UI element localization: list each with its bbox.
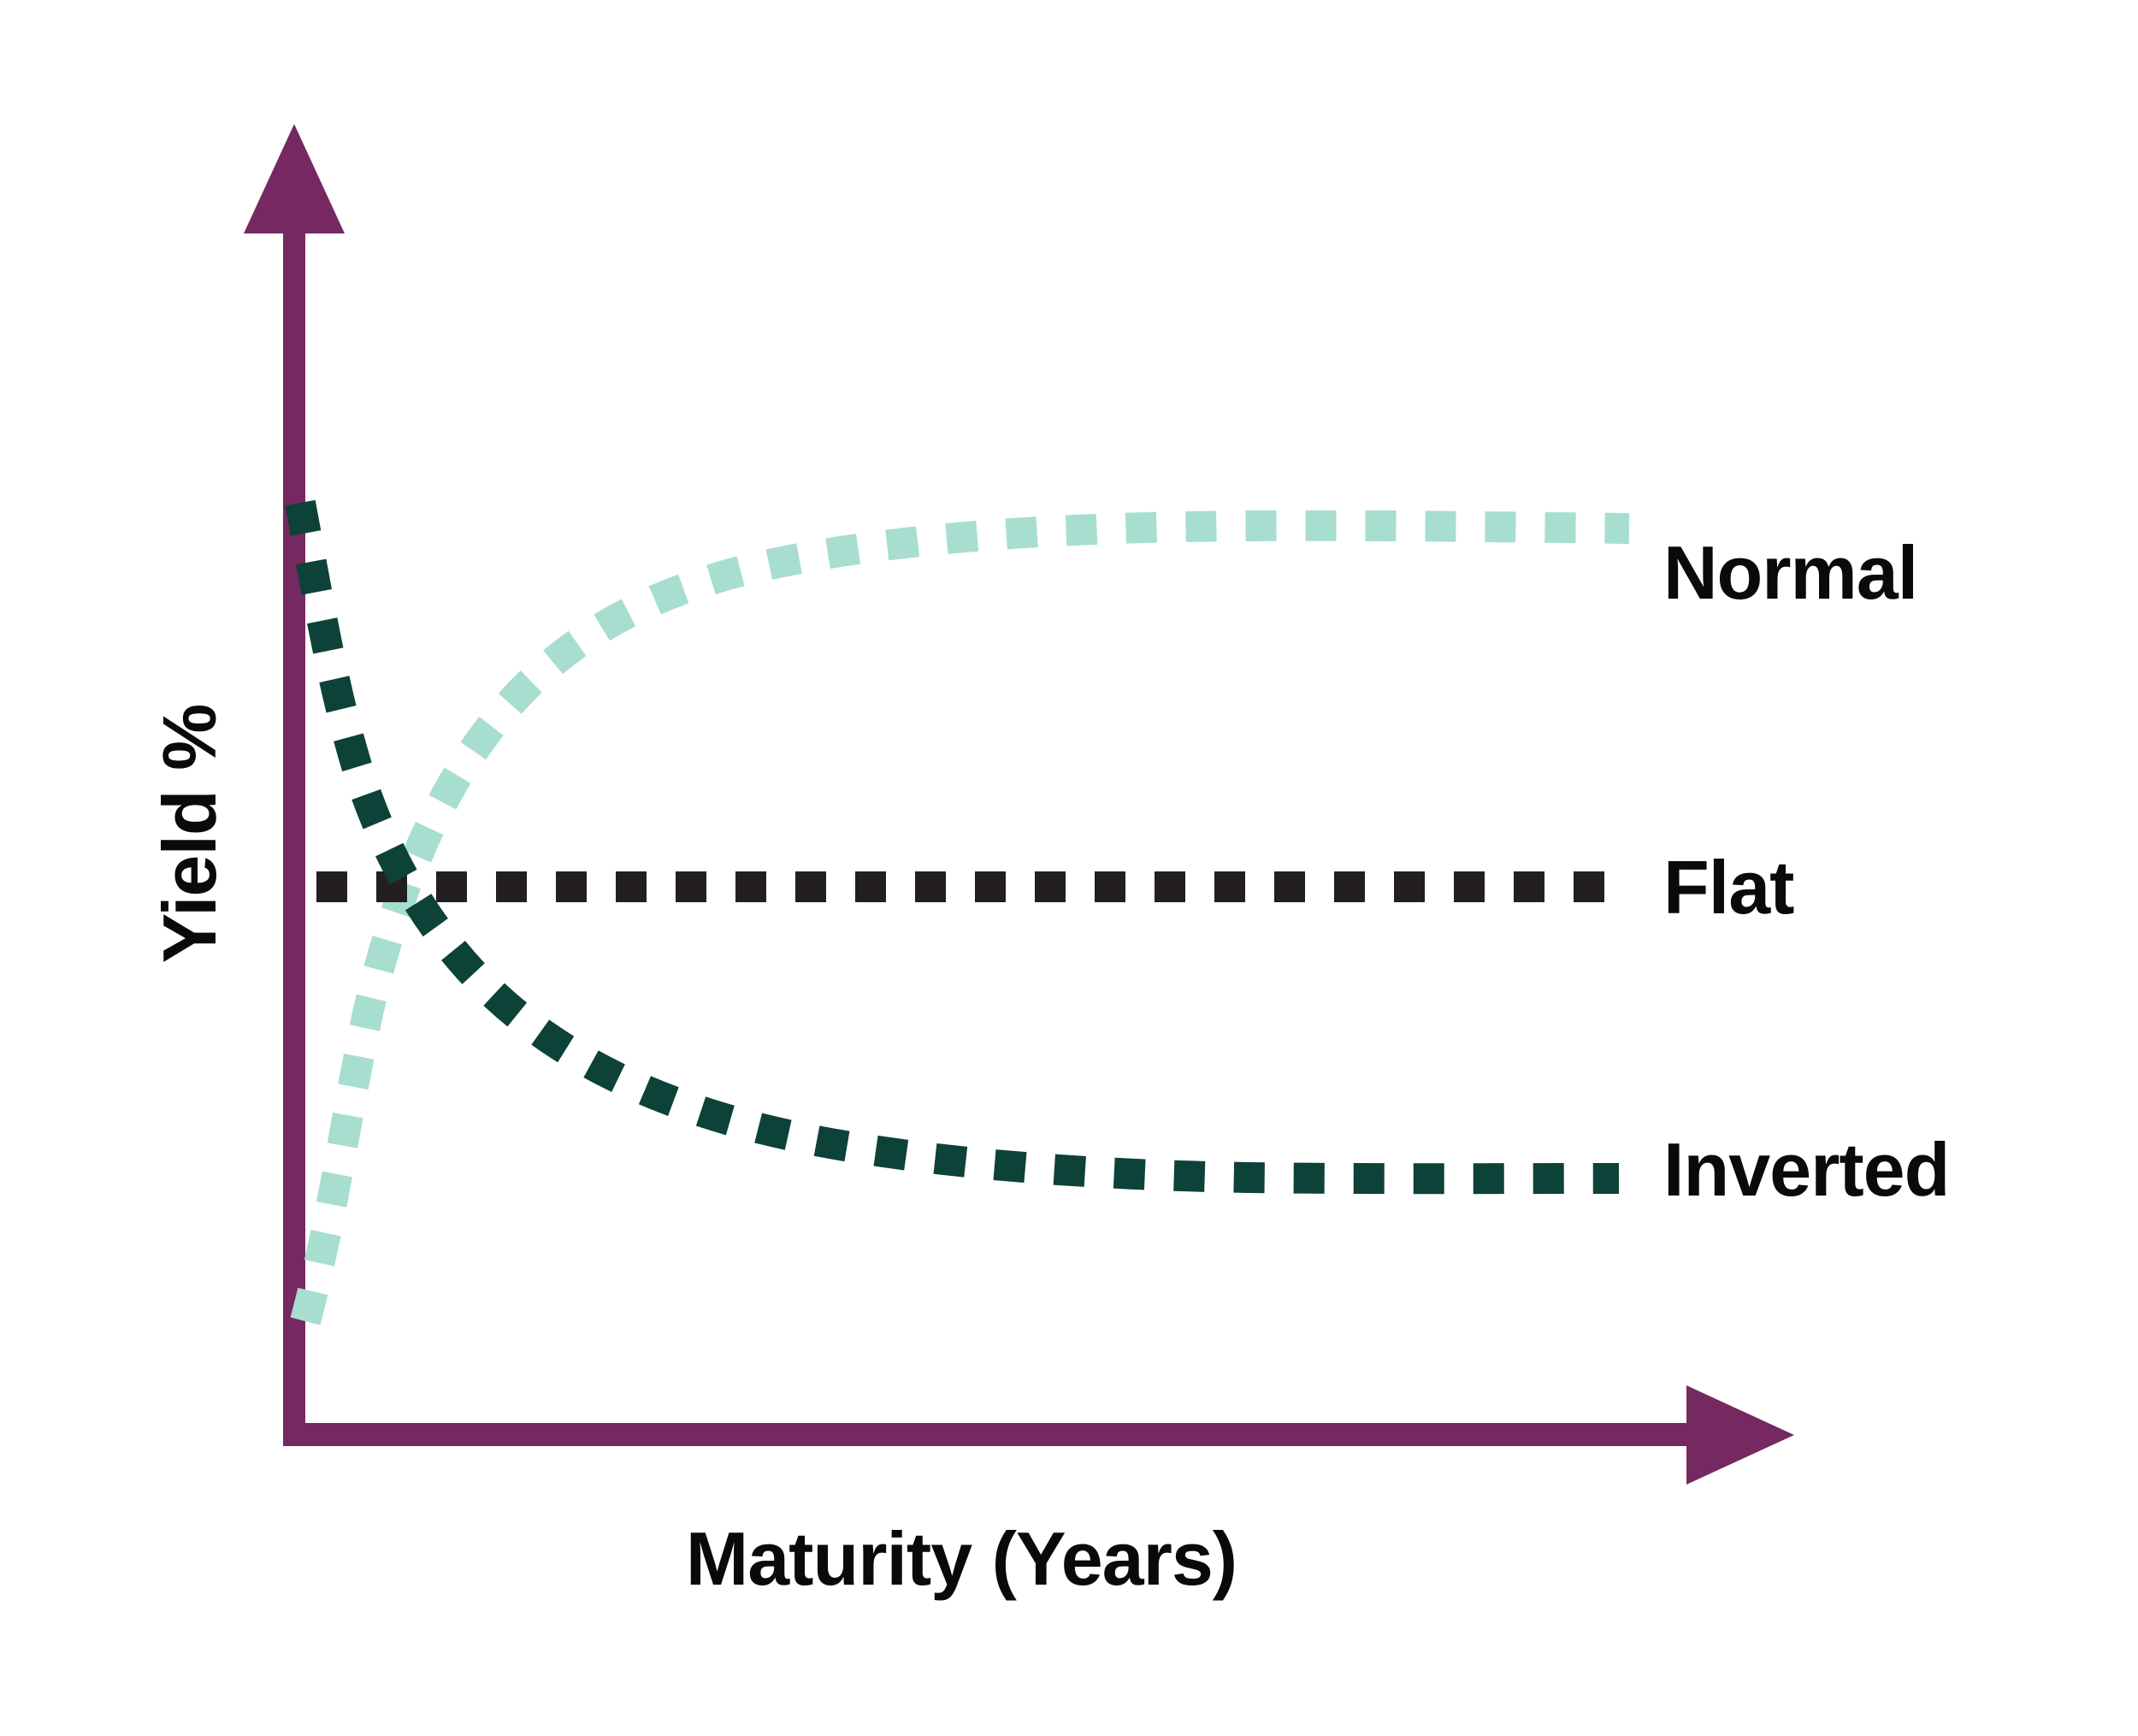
legend-group: Normal Flat Inverted xyxy=(1663,530,1950,1212)
y-axis-title: Yield % xyxy=(147,705,232,964)
series-line-normal xyxy=(290,510,1630,1326)
legend-label-inverted: Inverted xyxy=(1663,1127,1949,1212)
legend-label-flat: Flat xyxy=(1663,845,1794,930)
axes-group xyxy=(244,124,1794,1485)
curves-group xyxy=(285,499,1630,1326)
legend-label-normal: Normal xyxy=(1663,530,1917,615)
x-axis-arrow xyxy=(283,1385,1794,1485)
y-axis-arrow xyxy=(244,124,345,1446)
series-line-inverted xyxy=(285,499,1620,1195)
x-axis-title: Maturity (Years) xyxy=(686,1516,1237,1601)
axis-titles-group: Maturity (Years) Yield % xyxy=(147,705,1237,1601)
